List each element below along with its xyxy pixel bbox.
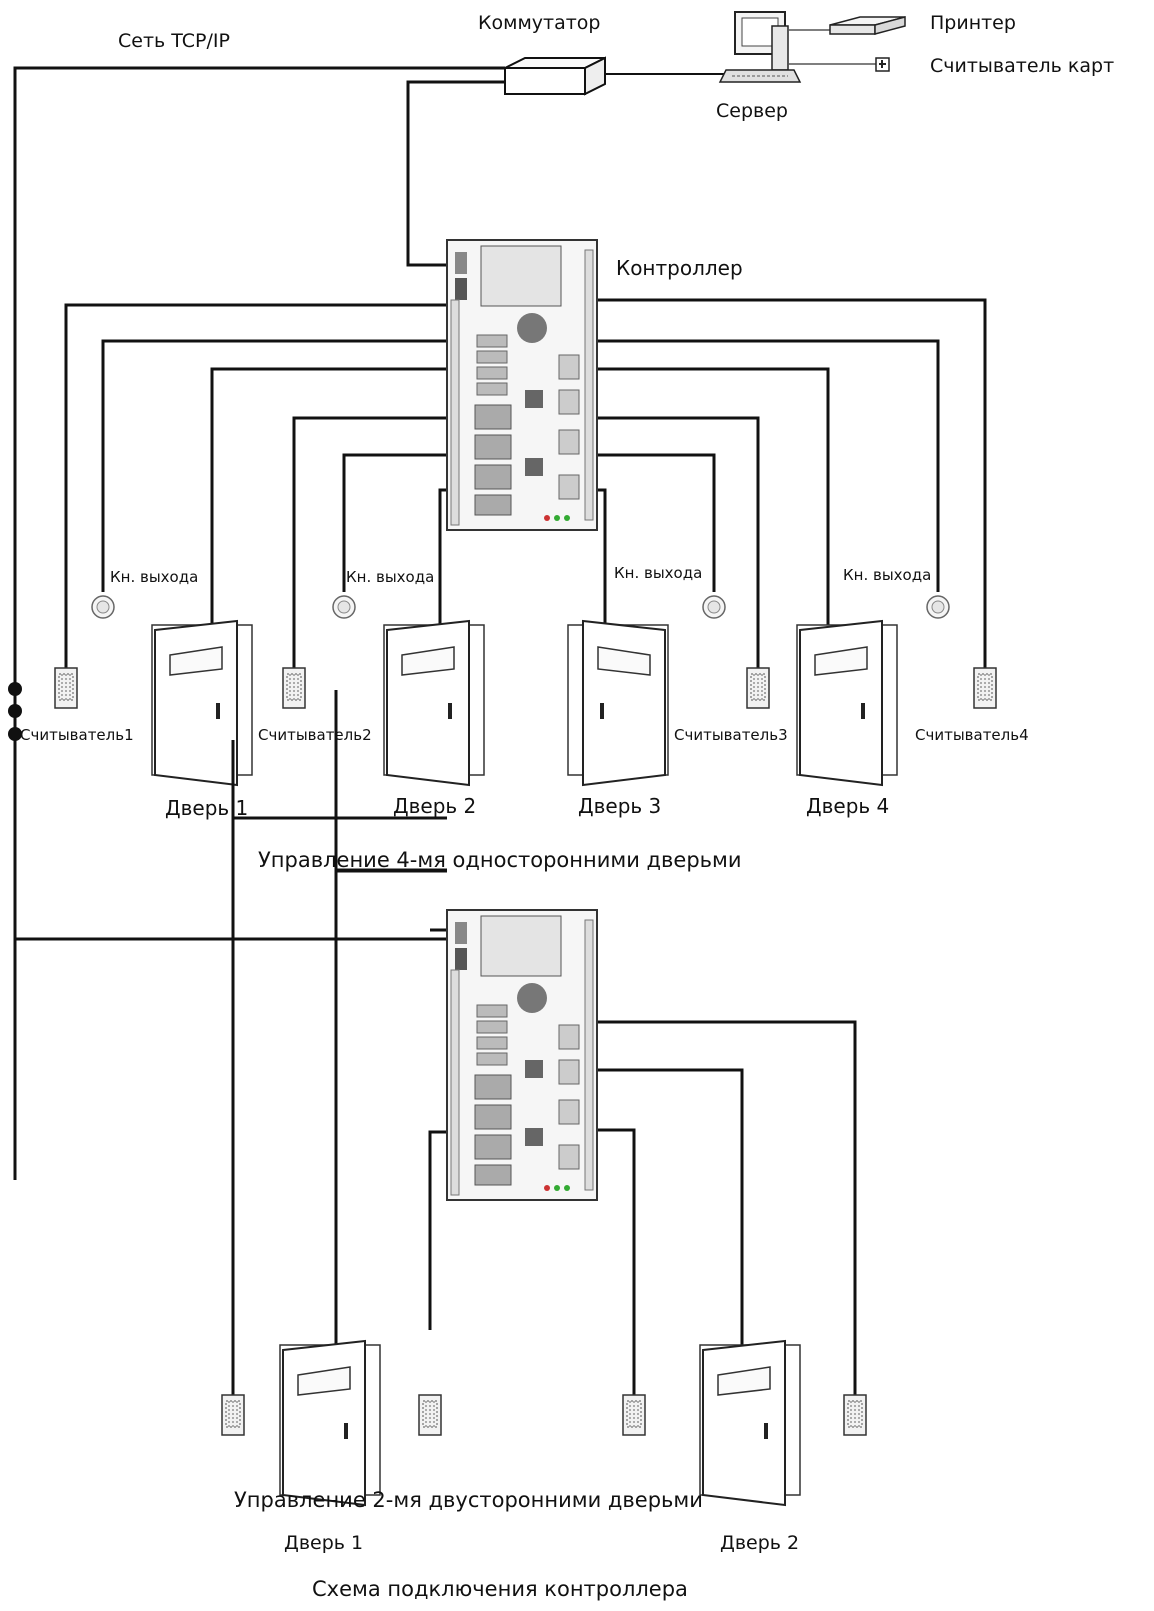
door-icon	[383, 620, 485, 786]
door-label-4: Дверь 4	[806, 794, 890, 818]
controller-label: Контроллер	[616, 256, 743, 280]
door-icon	[699, 1340, 801, 1506]
footer-caption: Схема подключения контроллера	[312, 1577, 688, 1601]
switch-label: Коммутатор	[478, 12, 601, 34]
reader-icon	[973, 667, 997, 709]
server-computer-icon	[718, 11, 802, 83]
network-label: Сеть TCP/IP	[118, 30, 230, 52]
reader-icon	[843, 1394, 867, 1436]
door-label-3: Дверь 3	[578, 794, 662, 818]
tcpip-network-line	[13, 66, 505, 1180]
exit-button-icon	[702, 595, 726, 619]
controller-board-icon	[446, 239, 598, 531]
reader-icon	[418, 1394, 442, 1436]
server-label: Сервер	[716, 100, 788, 122]
reader-label-4: Считыватель4	[915, 726, 1029, 744]
door-icon	[279, 1340, 381, 1506]
door-label-2: Дверь 2	[720, 1532, 800, 1554]
reader-icon	[746, 667, 770, 709]
exit-button-label: Кн. выхода	[614, 564, 703, 582]
door-icon	[796, 620, 898, 786]
reader-label-2: Считыватель2	[258, 726, 372, 744]
exit-button-icon	[91, 595, 115, 619]
switch-to-controller-line	[406, 80, 512, 267]
reader-icon	[622, 1394, 646, 1436]
door-icon	[151, 620, 253, 786]
exit-button-icon	[332, 595, 356, 619]
section2-wires	[231, 690, 857, 1395]
reader-label-1: Считыватель1	[20, 726, 134, 744]
reader-label-3: Считыватель3	[674, 726, 788, 744]
card-reader-icon	[875, 57, 890, 72]
printer-label: Принтер	[930, 12, 1016, 34]
reader-icon	[221, 1394, 245, 1436]
door-label-1: Дверь 1	[284, 1532, 364, 1554]
card-reader-label: Считыватель карт	[930, 55, 1115, 77]
section1-caption: Управление 4-мя односторонними дверьми	[258, 848, 742, 872]
section2-caption: Управление 2-мя двусторонними дверьми	[234, 1488, 703, 1512]
door-icon	[567, 620, 669, 786]
reader-icon	[282, 667, 306, 709]
exit-button-label: Кн. выхода	[843, 566, 932, 584]
printer-icon	[829, 16, 906, 35]
section1-wires	[64, 298, 987, 668]
exit-button-label: Кн. выхода	[346, 568, 435, 586]
door-label-1: Дверь 1	[165, 796, 249, 820]
exit-button-label: Кн. выхода	[110, 568, 199, 586]
exit-button-icon	[926, 595, 950, 619]
door-label-2: Дверь 2	[393, 794, 477, 818]
continuation-dots	[8, 682, 22, 741]
switch-icon	[504, 56, 606, 96]
controller-board-icon	[446, 909, 598, 1201]
reader-icon	[54, 667, 78, 709]
